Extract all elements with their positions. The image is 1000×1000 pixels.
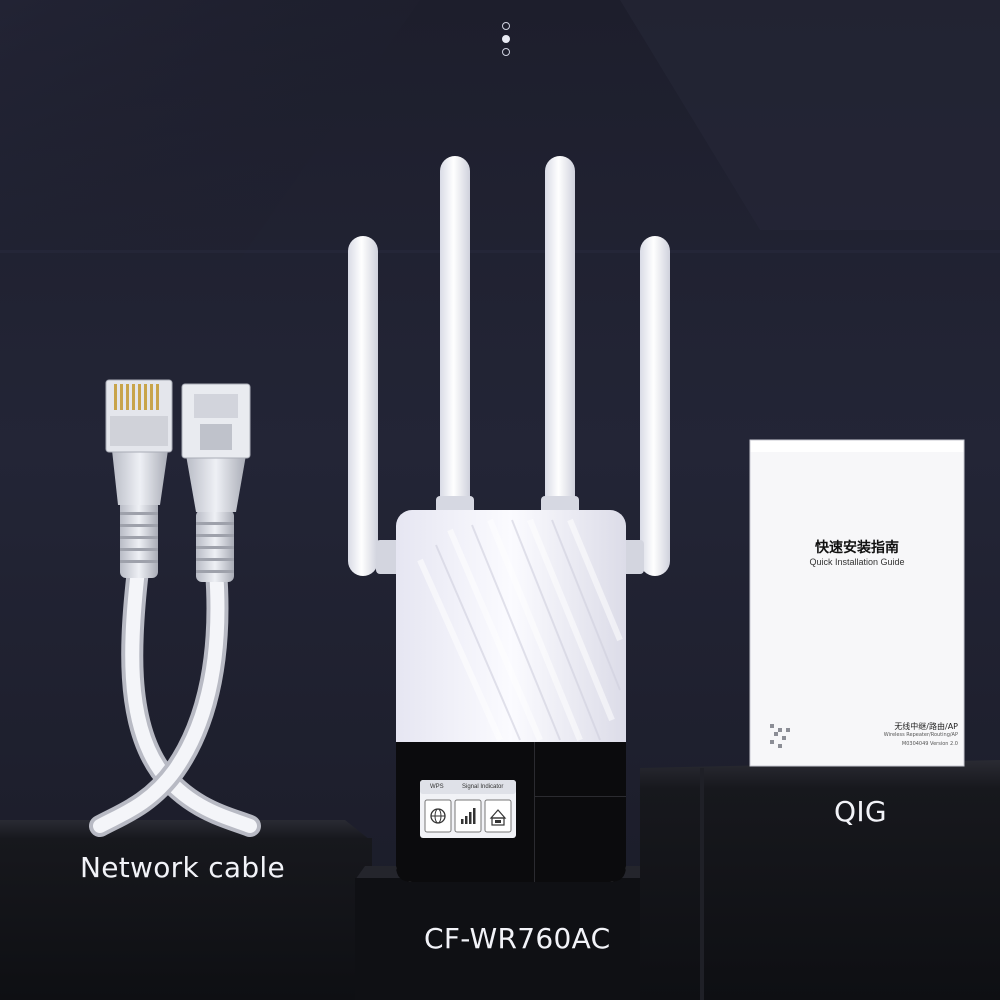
carousel-indicator[interactable] bbox=[500, 22, 512, 61]
carousel-dot-1[interactable] bbox=[502, 22, 510, 30]
router-antennas bbox=[348, 156, 670, 576]
device-model-label: CF-WR760AC bbox=[424, 922, 611, 955]
guide-footer-line1: 无线中继/路由/AP bbox=[894, 722, 958, 731]
guide-footer-line2: Wireless Repeater/Routing/AP bbox=[883, 732, 958, 738]
network-cable-image bbox=[89, 379, 261, 837]
guide-title: 快速安装指南 bbox=[815, 540, 899, 556]
ethernet-icon bbox=[489, 809, 507, 826]
pedestal-left bbox=[0, 820, 372, 1000]
globe-icon bbox=[430, 808, 446, 824]
qig-label: QIG bbox=[834, 795, 887, 828]
signal-bars-icon bbox=[461, 808, 476, 824]
carousel-dot-3[interactable] bbox=[502, 48, 510, 56]
network-cable-label: Network cable bbox=[80, 851, 286, 884]
signal-indicator-label: Signal Indicator bbox=[462, 784, 504, 790]
quick-installation-guide-booklet bbox=[749, 439, 965, 767]
pixel-logo bbox=[770, 724, 790, 748]
wps-label: WPS bbox=[430, 784, 444, 790]
pedestal-right bbox=[640, 760, 1000, 1000]
carousel-dot-2-active[interactable] bbox=[502, 35, 510, 43]
guide-footer: 无线中继/路由/AP Wireless Repeater/Routing/AP … bbox=[838, 722, 958, 749]
router-device bbox=[396, 510, 626, 882]
guide-footer-line3: M0304049 Version 2.0 bbox=[901, 741, 958, 747]
guide-subtitle: Quick Installation Guide bbox=[809, 557, 905, 567]
